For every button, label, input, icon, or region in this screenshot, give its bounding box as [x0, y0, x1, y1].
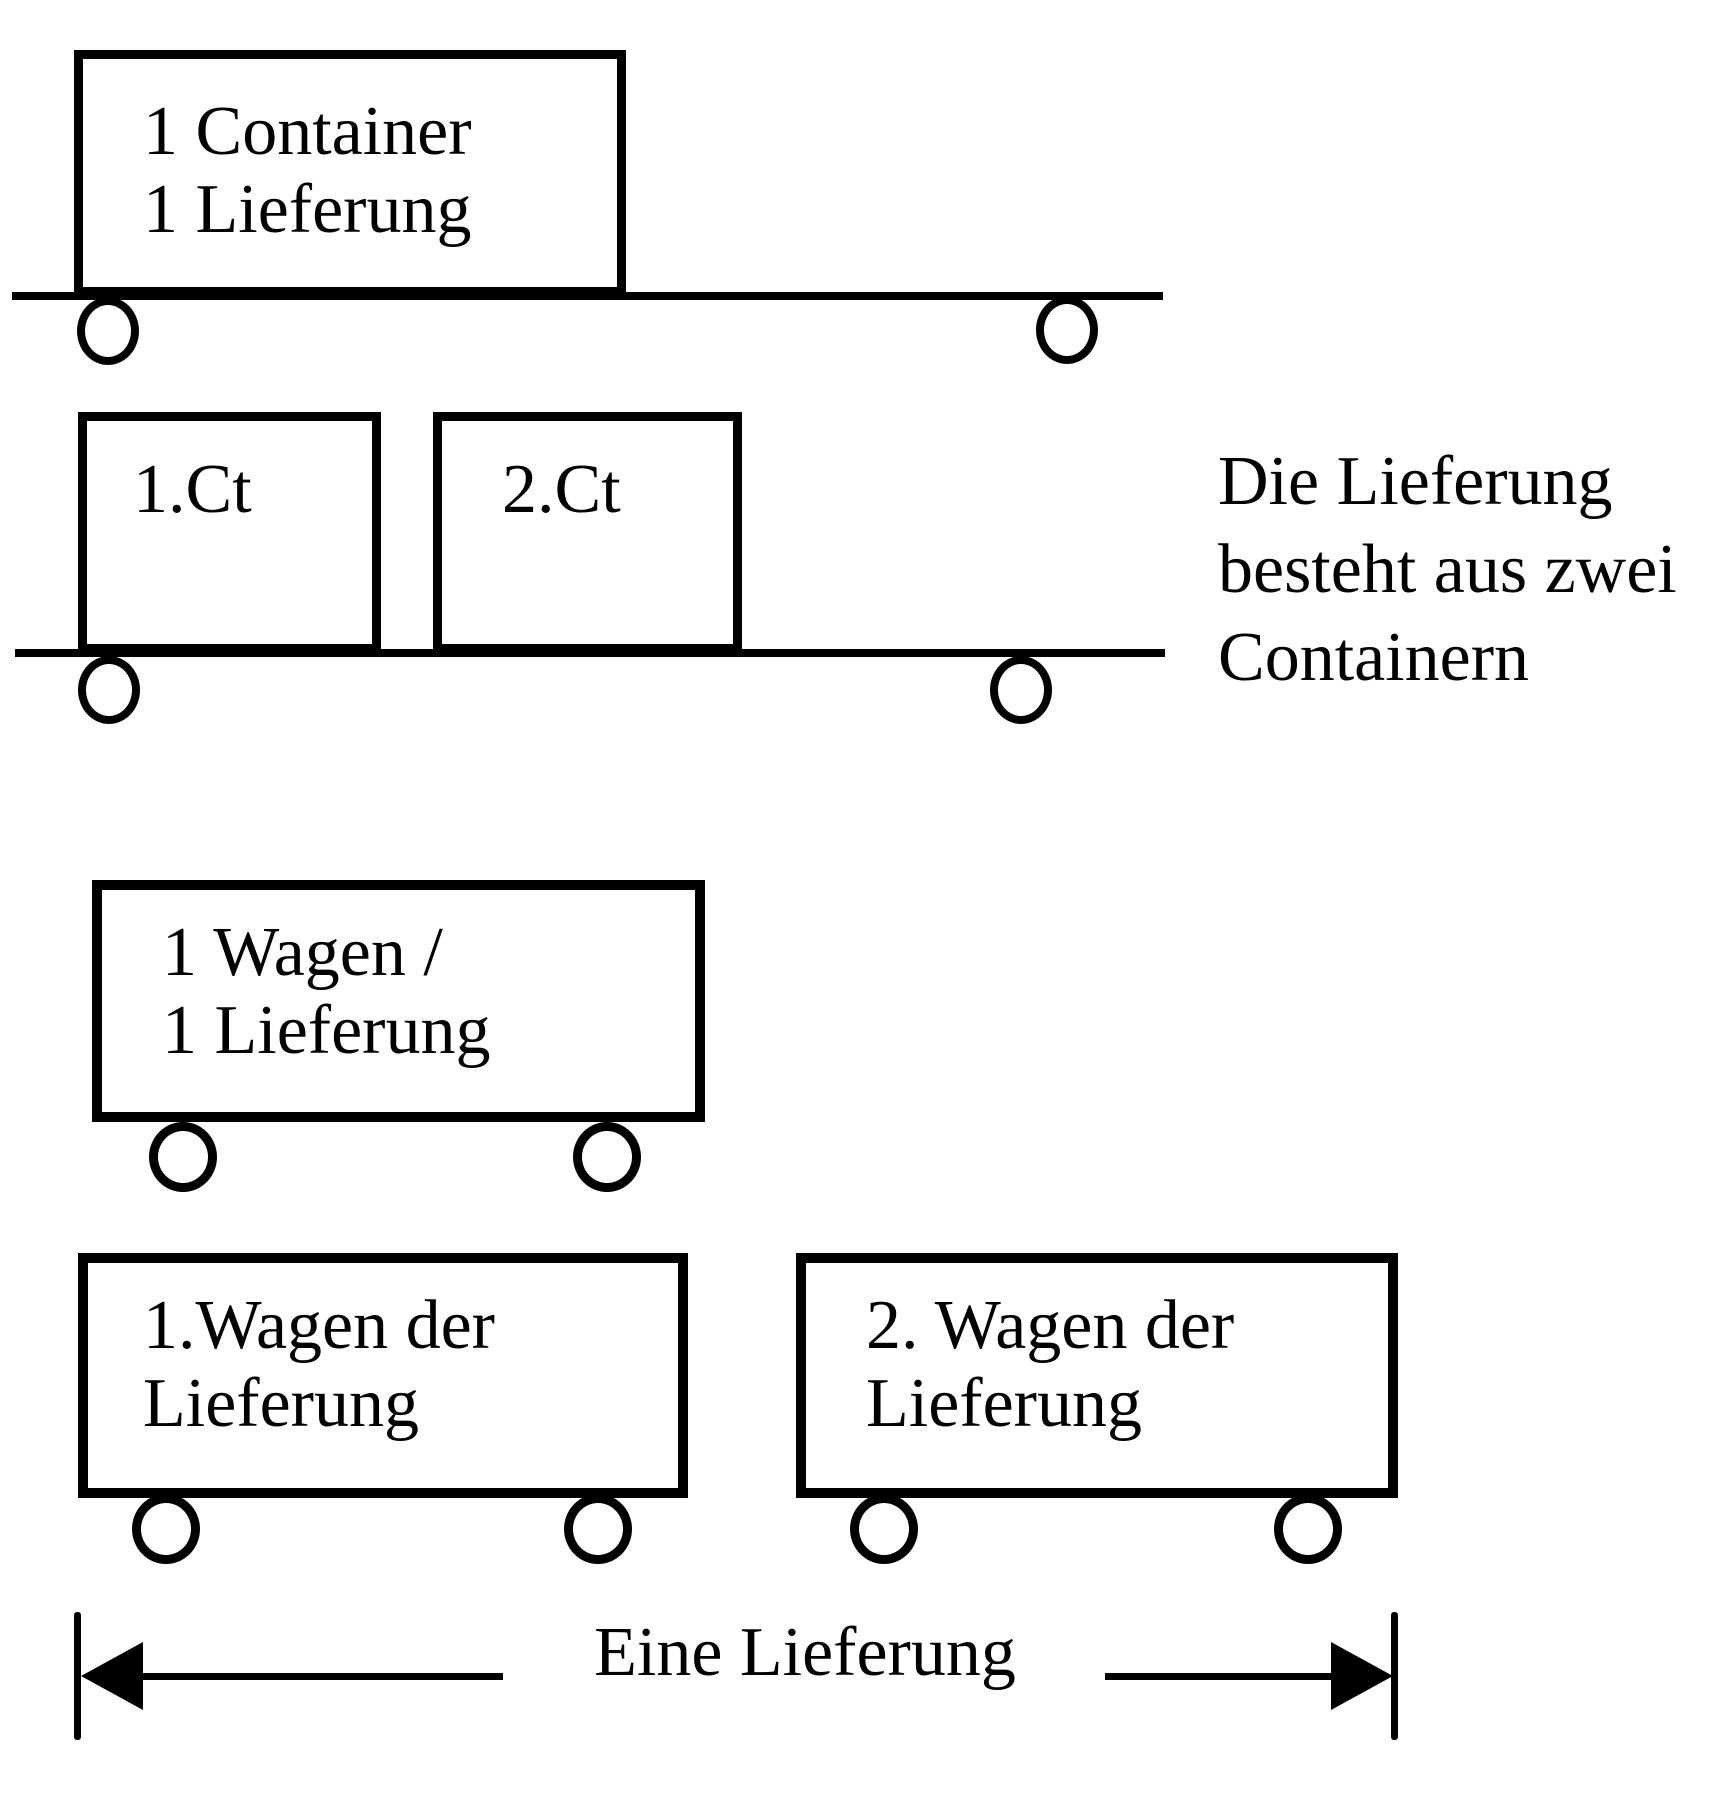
single-wagon-label-line1: 1 Wagen /: [162, 914, 443, 991]
annotation-line3: Containern: [1218, 619, 1530, 696]
container-on-wagon-label-line2: 1 Lieferung: [143, 171, 472, 248]
wheel-icon: [77, 297, 139, 365]
rail-line-top: [12, 292, 1163, 300]
arrowhead-left-icon: [81, 1642, 143, 1710]
container-1-box: 1.Ct: [78, 412, 381, 653]
container-on-wagon-box: 1 Container 1 Lieferung: [74, 50, 626, 296]
wagon-2-label-line2: Lieferung: [866, 1365, 1142, 1442]
container-2-label: 2.Ct: [502, 451, 621, 528]
wheel-icon: [1036, 296, 1098, 364]
wagon-2-label-line1: 2. Wagen der: [866, 1287, 1235, 1364]
annotation-line2: besteht aus zwei: [1218, 531, 1677, 608]
dimension-line-right: [1105, 1673, 1333, 1680]
wheel-icon: [132, 1494, 200, 1564]
wheel-icon: [990, 656, 1052, 724]
annotation-line1: Die Lieferung: [1218, 443, 1613, 520]
container-1-label: 1.Ct: [133, 451, 252, 528]
rail-line-middle: [15, 649, 1165, 657]
wagon-2-box: 2. Wagen der Lieferung: [796, 1253, 1398, 1498]
arrowhead-right-icon: [1331, 1642, 1393, 1710]
container-on-wagon-label-line1: 1 Container: [143, 93, 472, 170]
single-wagon-box: 1 Wagen / 1 Lieferung: [92, 880, 705, 1122]
wheel-icon: [78, 656, 140, 724]
dimension-label: Eine Lieferung: [594, 1614, 1016, 1691]
wheel-icon: [573, 1122, 641, 1192]
wheel-icon: [564, 1494, 632, 1564]
dimension-line-left: [143, 1673, 503, 1680]
wheel-icon: [1274, 1494, 1342, 1564]
wheel-icon: [850, 1494, 918, 1564]
container-2-box: 2.Ct: [433, 412, 742, 653]
dimension-right-bar: [1391, 1612, 1398, 1740]
single-wagon-label-line2: 1 Lieferung: [162, 992, 491, 1069]
wheel-icon: [149, 1122, 217, 1192]
dimension-left-bar: [74, 1612, 81, 1740]
wagon-1-label-line2: Lieferung: [143, 1365, 419, 1442]
two-containers-annotation: Die Lieferung besteht aus zwei Container…: [1218, 438, 1677, 702]
wagon-1-box: 1.Wagen der Lieferung: [78, 1253, 688, 1498]
wagon-1-label-line1: 1.Wagen der: [143, 1287, 495, 1364]
